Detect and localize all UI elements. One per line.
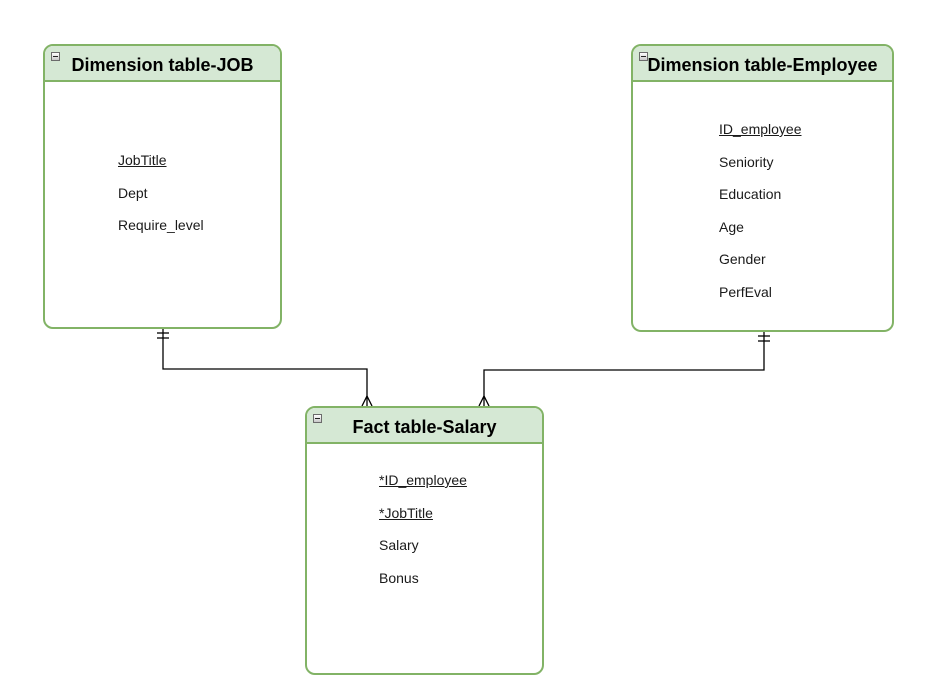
- one-mandatory-marker-employee: [758, 335, 770, 342]
- entity-title: Dimension table-JOB: [71, 55, 254, 75]
- entity-header[interactable]: Fact table-Salary: [307, 408, 542, 444]
- attribute-item[interactable]: Bonus: [379, 569, 419, 586]
- one-mandatory-marker-job: [157, 332, 169, 339]
- collapse-icon[interactable]: [313, 414, 322, 423]
- attribute-item[interactable]: JobTitle: [118, 152, 167, 168]
- many-marker-salary-left: [361, 395, 373, 407]
- collapse-icon[interactable]: [639, 52, 648, 61]
- connector-employee-salary[interactable]: [483, 332, 765, 406]
- attribute-item[interactable]: Require_level: [118, 217, 204, 233]
- attribute-item[interactable]: Salary: [379, 537, 419, 553]
- relationship-job-salary[interactable]: [157, 329, 373, 407]
- attribute-item[interactable]: Age: [719, 218, 744, 235]
- entity-title: Fact table-Salary: [352, 417, 497, 437]
- entity-header[interactable]: Dimension table-JOB: [45, 46, 280, 82]
- attribute-list: *ID_employee *JobTitle Salary Bonus: [379, 470, 467, 600]
- attribute-item[interactable]: Education: [719, 186, 782, 202]
- attribute-item[interactable]: Dept: [118, 184, 148, 201]
- attribute-item[interactable]: Seniority: [719, 153, 774, 170]
- attribute-list: JobTitle Dept Require_level: [118, 150, 204, 248]
- attribute-item[interactable]: *JobTitle: [379, 504, 433, 521]
- attribute-item[interactable]: *ID_employee: [379, 472, 467, 488]
- entity-title: Dimension table-Employee: [647, 55, 878, 75]
- entity-salary[interactable]: Fact table-Salary *ID_employee *JobTitle…: [305, 406, 544, 675]
- attribute-item[interactable]: PerfEval: [719, 283, 772, 300]
- connector-job-salary[interactable]: [162, 329, 368, 406]
- attribute-item[interactable]: ID_employee: [719, 121, 802, 137]
- attribute-item[interactable]: Gender: [719, 251, 766, 267]
- collapse-icon[interactable]: [51, 52, 60, 61]
- entity-header[interactable]: Dimension table-Employee: [633, 46, 892, 82]
- attribute-list: ID_employee Seniority Education Age Gend…: [719, 119, 802, 314]
- many-marker-salary-right: [478, 395, 490, 407]
- entity-employee[interactable]: Dimension table-Employee ID_employee Sen…: [631, 44, 894, 332]
- entity-job[interactable]: Dimension table-JOB JobTitle Dept Requir…: [43, 44, 282, 329]
- relationship-employee-salary[interactable]: [478, 332, 770, 407]
